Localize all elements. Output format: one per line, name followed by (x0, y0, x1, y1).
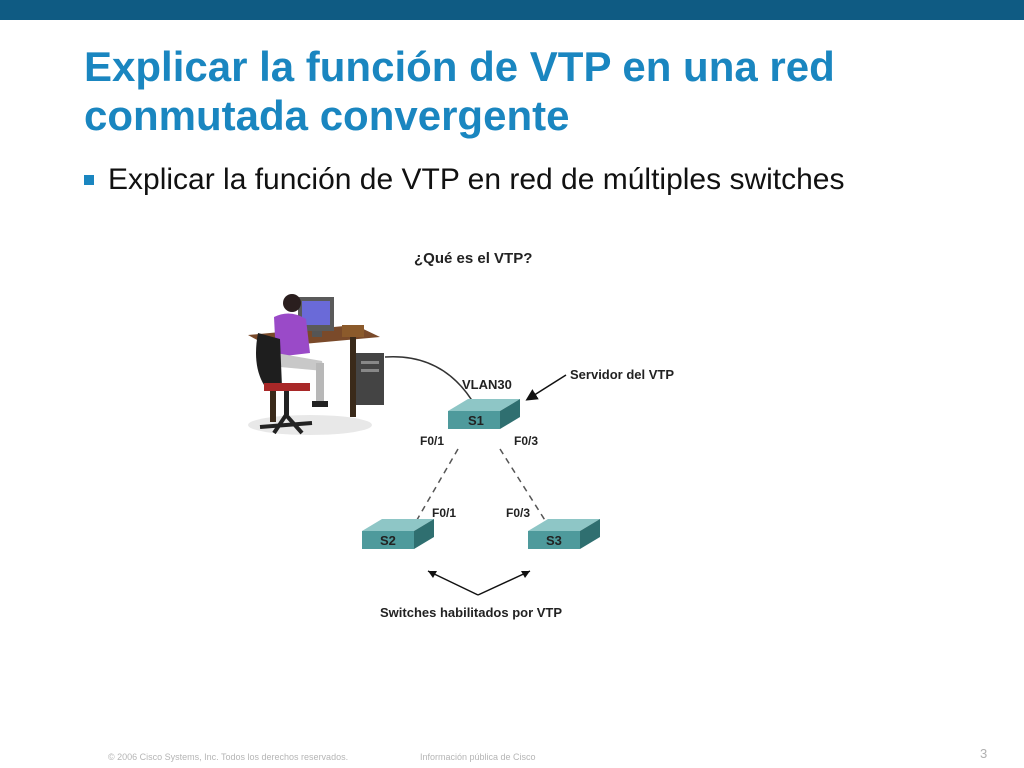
s1-port-right: F0/3 (514, 434, 538, 448)
square-bullet-icon (84, 175, 94, 185)
bullet-item: Explicar la función de VTP en red de múl… (84, 163, 844, 197)
server-arrow (525, 374, 567, 401)
s2-port: F0/1 (432, 506, 456, 520)
diagram-heading: ¿Qué es el VTP? (414, 250, 532, 267)
switch-s2-icon: S2 (362, 519, 434, 549)
switch-s2-label: S2 (380, 533, 396, 548)
vtp-network-diagram: ¿Qué es el VTP? Servidor del VTP (248, 250, 674, 620)
caption-arrows (427, 570, 531, 596)
bullet-text: Explicar la función de VTP en red de múl… (108, 163, 845, 196)
server-label: Servidor del VTP (570, 367, 674, 382)
title-line-1: Explicar la función de VTP en una red (84, 43, 835, 90)
diagram-caption: Switches habilitados por VTP (380, 605, 562, 620)
switch-s3-label: S3 (546, 533, 562, 548)
switch-s1-icon: S1 (448, 399, 520, 429)
trunk-link-s1-s3 (499, 448, 549, 526)
slide-title: Explicar la función de VTP en una red co… (84, 42, 984, 140)
footer-classification: Información pública de Cisco (420, 752, 536, 762)
user-workstation-icon (248, 294, 384, 435)
switch-s1-label: S1 (468, 413, 484, 428)
s3-port: F0/3 (506, 506, 530, 520)
footer-copyright: © 2006 Cisco Systems, Inc. Todos los der… (108, 752, 349, 762)
page-number: 3 (980, 746, 988, 761)
switch-s3-icon: S3 (528, 519, 600, 549)
top-banner (0, 0, 1024, 20)
trunk-link-s1-s2 (413, 448, 459, 526)
console-cable (384, 356, 477, 408)
vlan-label: VLAN30 (462, 377, 512, 392)
s1-port-left: F0/1 (420, 434, 444, 448)
title-line-2: conmutada convergente (84, 92, 570, 139)
